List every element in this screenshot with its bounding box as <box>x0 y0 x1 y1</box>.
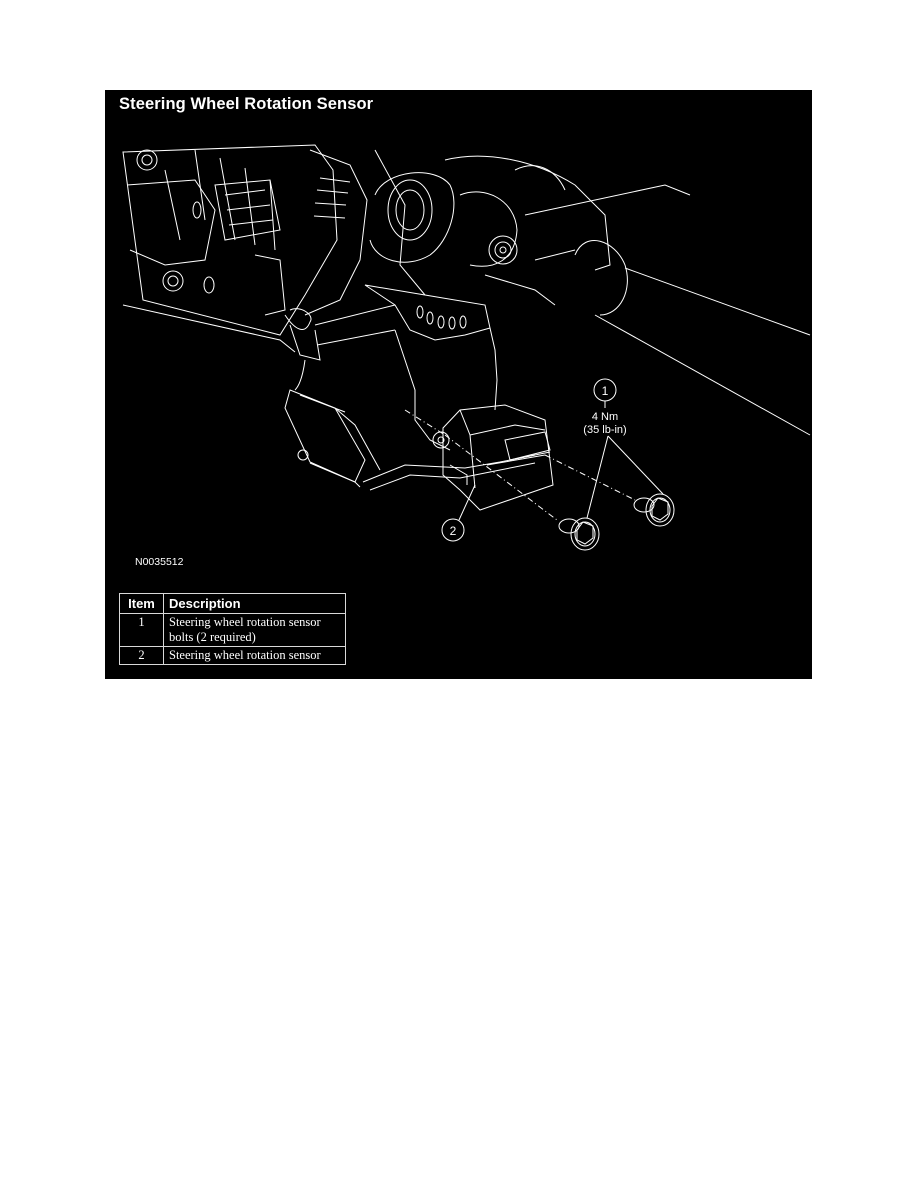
figure-id: N0035512 <box>135 556 184 568</box>
callout-1: 1 4 Nm (35 lb-in) <box>583 378 664 519</box>
svg-text:1: 1 <box>602 384 609 398</box>
legend-table: Item Description 1 Steering wheel rotati… <box>119 593 346 665</box>
torque-imperial: (35 lb-in) <box>583 424 626 436</box>
rotation-sensor-drawing <box>432 404 554 511</box>
legend-item-description: Steering wheel rotation sensor <box>163 646 346 665</box>
legend-item-description: Steering wheel rotation sensor bolts (2 … <box>163 613 346 647</box>
legend-header-description: Description <box>163 593 346 614</box>
legend-header-row: Item Description <box>119 593 346 614</box>
legend-row: 2 Steering wheel rotation sensor <box>119 646 346 665</box>
torque-metric: 4 Nm <box>592 411 618 423</box>
legend-item-number: 2 <box>119 646 164 665</box>
steering-column-illustration: 1 4 Nm (35 lb-in) 2 <box>122 144 811 551</box>
svg-text:2: 2 <box>450 524 457 538</box>
figure-panel: 1 4 Nm (35 lb-in) 2 Steering Wheel Rotat… <box>105 90 812 679</box>
bolt-drawings <box>558 493 675 551</box>
bolt-axis-lines <box>404 409 636 521</box>
steering-column-drawing <box>369 155 811 436</box>
callout-2: 2 <box>441 484 476 542</box>
legend-row: 1 Steering wheel rotation sensor bolts (… <box>119 613 346 647</box>
wiring-connector-drawing <box>284 308 536 491</box>
legend-header-item: Item <box>119 593 164 614</box>
legend-item-number: 1 <box>119 613 164 647</box>
figure-title: Steering Wheel Rotation Sensor <box>119 95 374 113</box>
mounting-bracket-drawing <box>314 284 498 451</box>
ignition-housing-drawing <box>122 144 426 353</box>
